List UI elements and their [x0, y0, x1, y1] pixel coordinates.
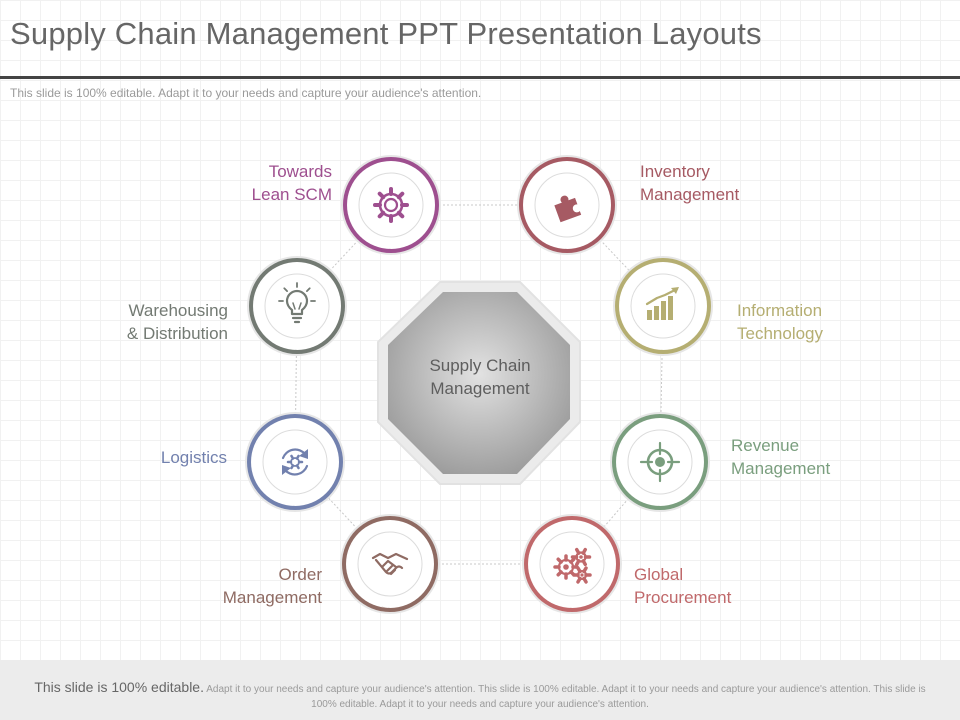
puzzle-icon: [554, 195, 582, 223]
page-subtitle: This slide is 100% editable. Adapt it to…: [10, 86, 482, 100]
node-label: Warehousing & Distribution: [126, 301, 228, 343]
cycle-node: [245, 412, 345, 512]
cycle-node: [522, 514, 622, 614]
cycle-node: [613, 256, 713, 356]
node-label: Inventory Management: [640, 162, 740, 204]
center-label: Supply Chain Management: [429, 356, 531, 398]
node-core: [264, 273, 330, 339]
node-label: Towards Lean SCM: [251, 162, 332, 204]
handshake-icon: [371, 552, 409, 576]
refresh-gear-icon: [281, 448, 309, 476]
node-label: Revenue Management: [731, 436, 831, 478]
page-title: Supply Chain Management PPT Presentation…: [10, 16, 762, 51]
node-label: Logistics: [160, 448, 227, 467]
gear-icon: [373, 187, 409, 223]
footer-body: Adapt it to your needs and capture your …: [203, 684, 926, 710]
node-core: [262, 429, 328, 495]
cycle-node: [517, 155, 617, 255]
gears-icon: [553, 547, 592, 584]
footer-text: This slide is 100% editable. Adapt it to…: [30, 680, 930, 712]
cycle-node: [341, 155, 441, 255]
node-label: Information Technology: [737, 301, 824, 343]
cycle-diagram: [245, 155, 713, 614]
footer-lead: This slide is 100% editable.: [34, 679, 204, 695]
node-label: Global Procurement: [634, 565, 732, 607]
connector-line: [296, 204, 392, 307]
cycle-node: [610, 412, 710, 512]
growth-chart-icon: [645, 287, 679, 320]
title-divider: [0, 76, 960, 79]
footer-bar: [0, 660, 960, 720]
node-core: [358, 172, 424, 238]
node-core: [357, 531, 423, 597]
target-icon: [639, 441, 681, 483]
cycle-node: [340, 514, 440, 614]
cycle-node: [247, 256, 347, 356]
center-octagon: [377, 281, 581, 485]
lightbulb-icon: [278, 282, 316, 324]
node-label: Order Management: [222, 565, 322, 607]
